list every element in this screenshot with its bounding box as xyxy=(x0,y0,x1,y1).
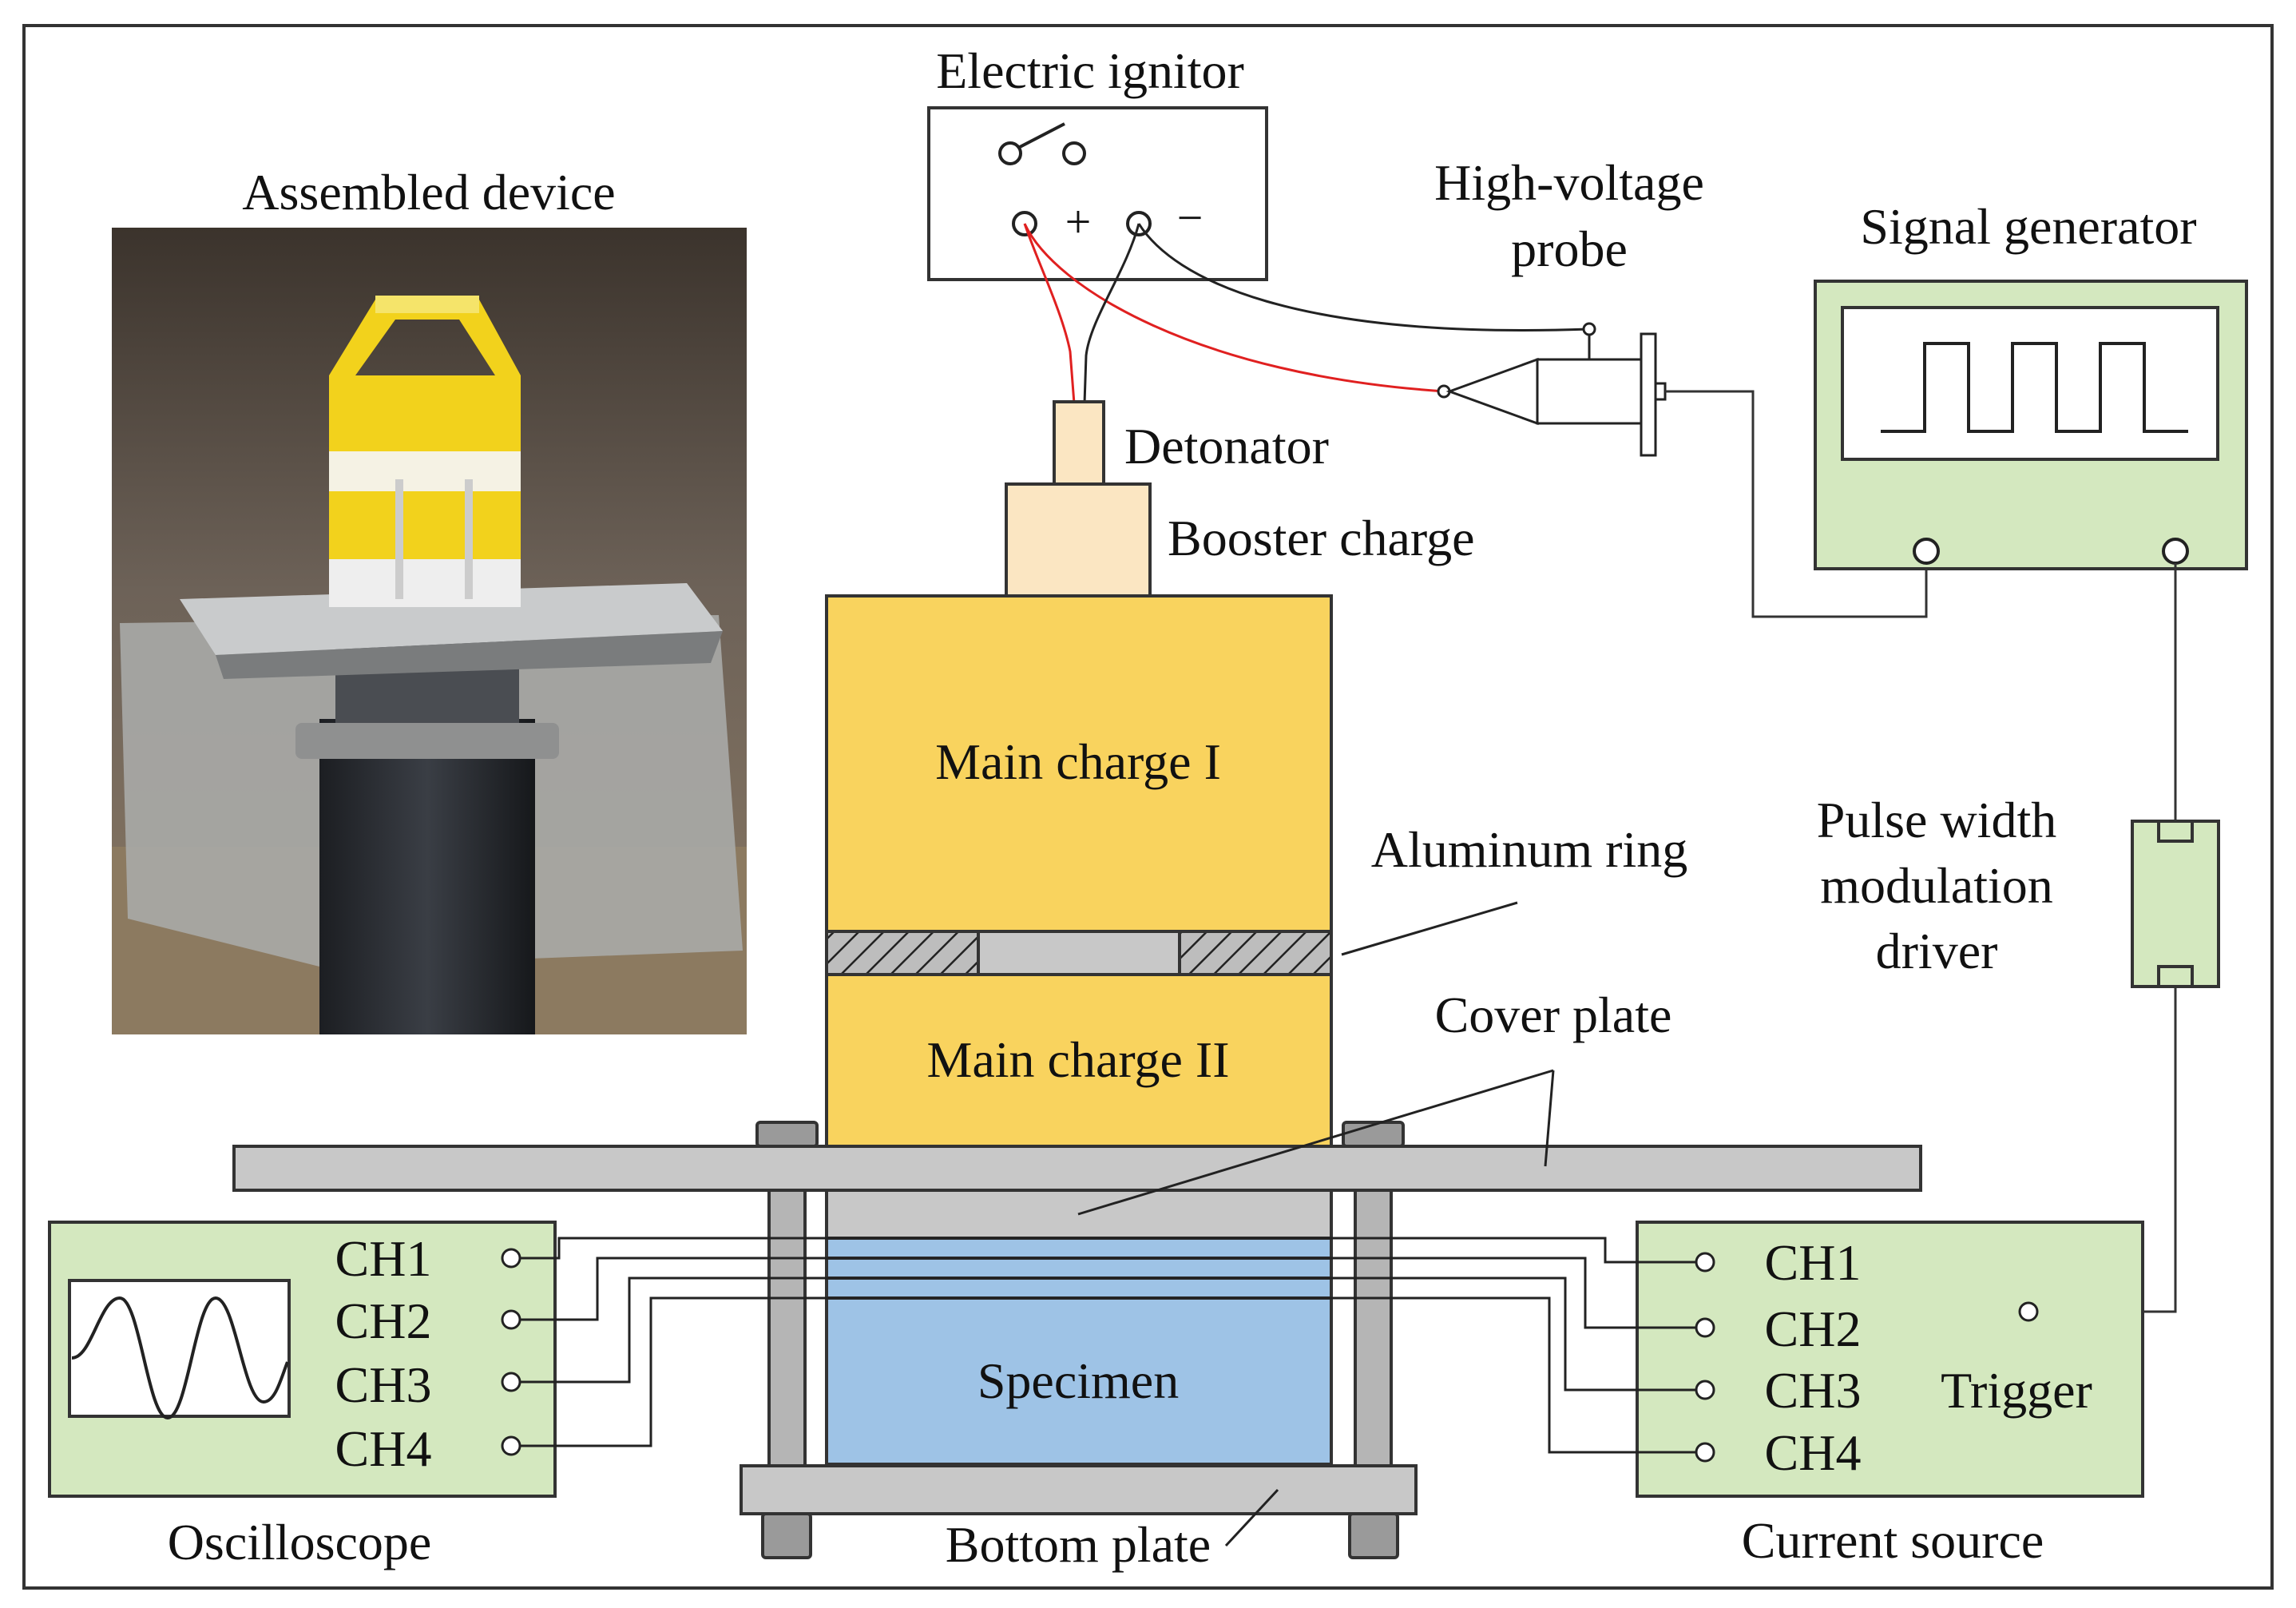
specimen-layer-3 xyxy=(825,1276,1333,1300)
detonator xyxy=(1053,400,1105,486)
booster-charge xyxy=(1005,482,1152,598)
label-trigger: Trigger xyxy=(1941,1362,2092,1419)
cs-ch3-label: CH3 xyxy=(1765,1362,1862,1419)
label-booster-charge: Booster charge xyxy=(1168,510,1474,566)
label-detonator: Detonator xyxy=(1124,418,1329,474)
cs-ch2-label: CH2 xyxy=(1765,1300,1862,1357)
osc-port-ch3 xyxy=(501,1372,521,1392)
square-wave xyxy=(1881,342,2188,433)
specimen-layer-2 xyxy=(825,1257,1333,1280)
label-assembled-device: Assembled device xyxy=(242,164,615,220)
aluminum-ring xyxy=(825,930,1333,976)
label-electric-ignitor: Electric ignitor xyxy=(936,42,1244,99)
label-plus: + xyxy=(1065,196,1092,248)
label-main-charge-1: Main charge I xyxy=(935,733,1221,790)
label-cover-plate: Cover plate xyxy=(1435,987,1672,1043)
osc-ch3-label: CH3 xyxy=(335,1356,432,1413)
current-source xyxy=(1636,1221,2144,1498)
label-current-source: Current source xyxy=(1742,1512,2044,1569)
cover-plate-bar xyxy=(232,1145,1922,1192)
osc-port-ch4 xyxy=(501,1435,521,1456)
label-high-voltage-probe-1: High-voltage xyxy=(1434,154,1704,211)
main-charge-1 xyxy=(825,594,1333,933)
probe-to-generator-wire xyxy=(1665,390,1928,618)
high-voltage-probe xyxy=(1437,322,1667,457)
label-high-voltage-probe-2: probe xyxy=(1511,220,1628,277)
cs-port-ch2 xyxy=(1695,1317,1715,1338)
osc-port-ch2 xyxy=(501,1309,521,1330)
signal-generator xyxy=(1814,280,2248,570)
label-pwm-driver-1: Pulse width xyxy=(1817,792,2056,848)
cs-port-ch1 xyxy=(1695,1252,1715,1273)
bottom-plate xyxy=(740,1464,1418,1515)
sine-wave xyxy=(71,1296,289,1420)
label-main-charge-2: Main charge II xyxy=(926,1031,1229,1088)
label-minus: − xyxy=(1177,192,1204,244)
oscilloscope xyxy=(48,1221,557,1498)
label-aluminum-ring: Aluminum ring xyxy=(1371,821,1687,878)
electric-ignitor xyxy=(927,106,1268,281)
leader-lines xyxy=(1077,901,1555,1547)
osc-ch1-label: CH1 xyxy=(335,1230,432,1287)
cs-port-trigger xyxy=(2018,1301,2039,1322)
generator-port-left xyxy=(1913,538,1940,565)
main-charge-2 xyxy=(825,973,1333,1148)
switch-contact-left xyxy=(998,141,1022,165)
osc-port-ch1 xyxy=(501,1248,521,1269)
specimen-layer-1 xyxy=(825,1237,1333,1260)
label-pwm-driver-3: driver xyxy=(1876,923,1998,979)
label-oscilloscope: Oscilloscope xyxy=(168,1514,432,1570)
osc-ch4-label: CH4 xyxy=(335,1420,432,1477)
ignitor-wires xyxy=(1023,223,1590,404)
label-specimen: Specimen xyxy=(977,1352,1179,1409)
switch-contact-right xyxy=(1062,141,1086,165)
osc-ch2-label: CH2 xyxy=(335,1292,432,1349)
text-labels: Electric ignitor + − High-voltage probe … xyxy=(168,42,2197,1573)
cs-port-ch3 xyxy=(1695,1380,1715,1400)
label-pwm-driver-2: modulation xyxy=(1820,857,2053,914)
pwm-driver xyxy=(2131,820,2220,988)
label-bottom-plate: Bottom plate xyxy=(946,1516,1211,1573)
assembled-device-photo xyxy=(112,228,747,1034)
switch-lever xyxy=(1019,122,1065,149)
cs-ch1-label: CH1 xyxy=(1765,1234,1862,1291)
cs-ch4-label: CH4 xyxy=(1765,1424,1862,1481)
signal-wires xyxy=(520,1237,1696,1454)
cs-port-ch4 xyxy=(1695,1442,1715,1463)
label-signal-generator: Signal generator xyxy=(1860,198,2196,255)
specimen xyxy=(825,1296,1333,1466)
generator-port-right xyxy=(2162,538,2189,565)
